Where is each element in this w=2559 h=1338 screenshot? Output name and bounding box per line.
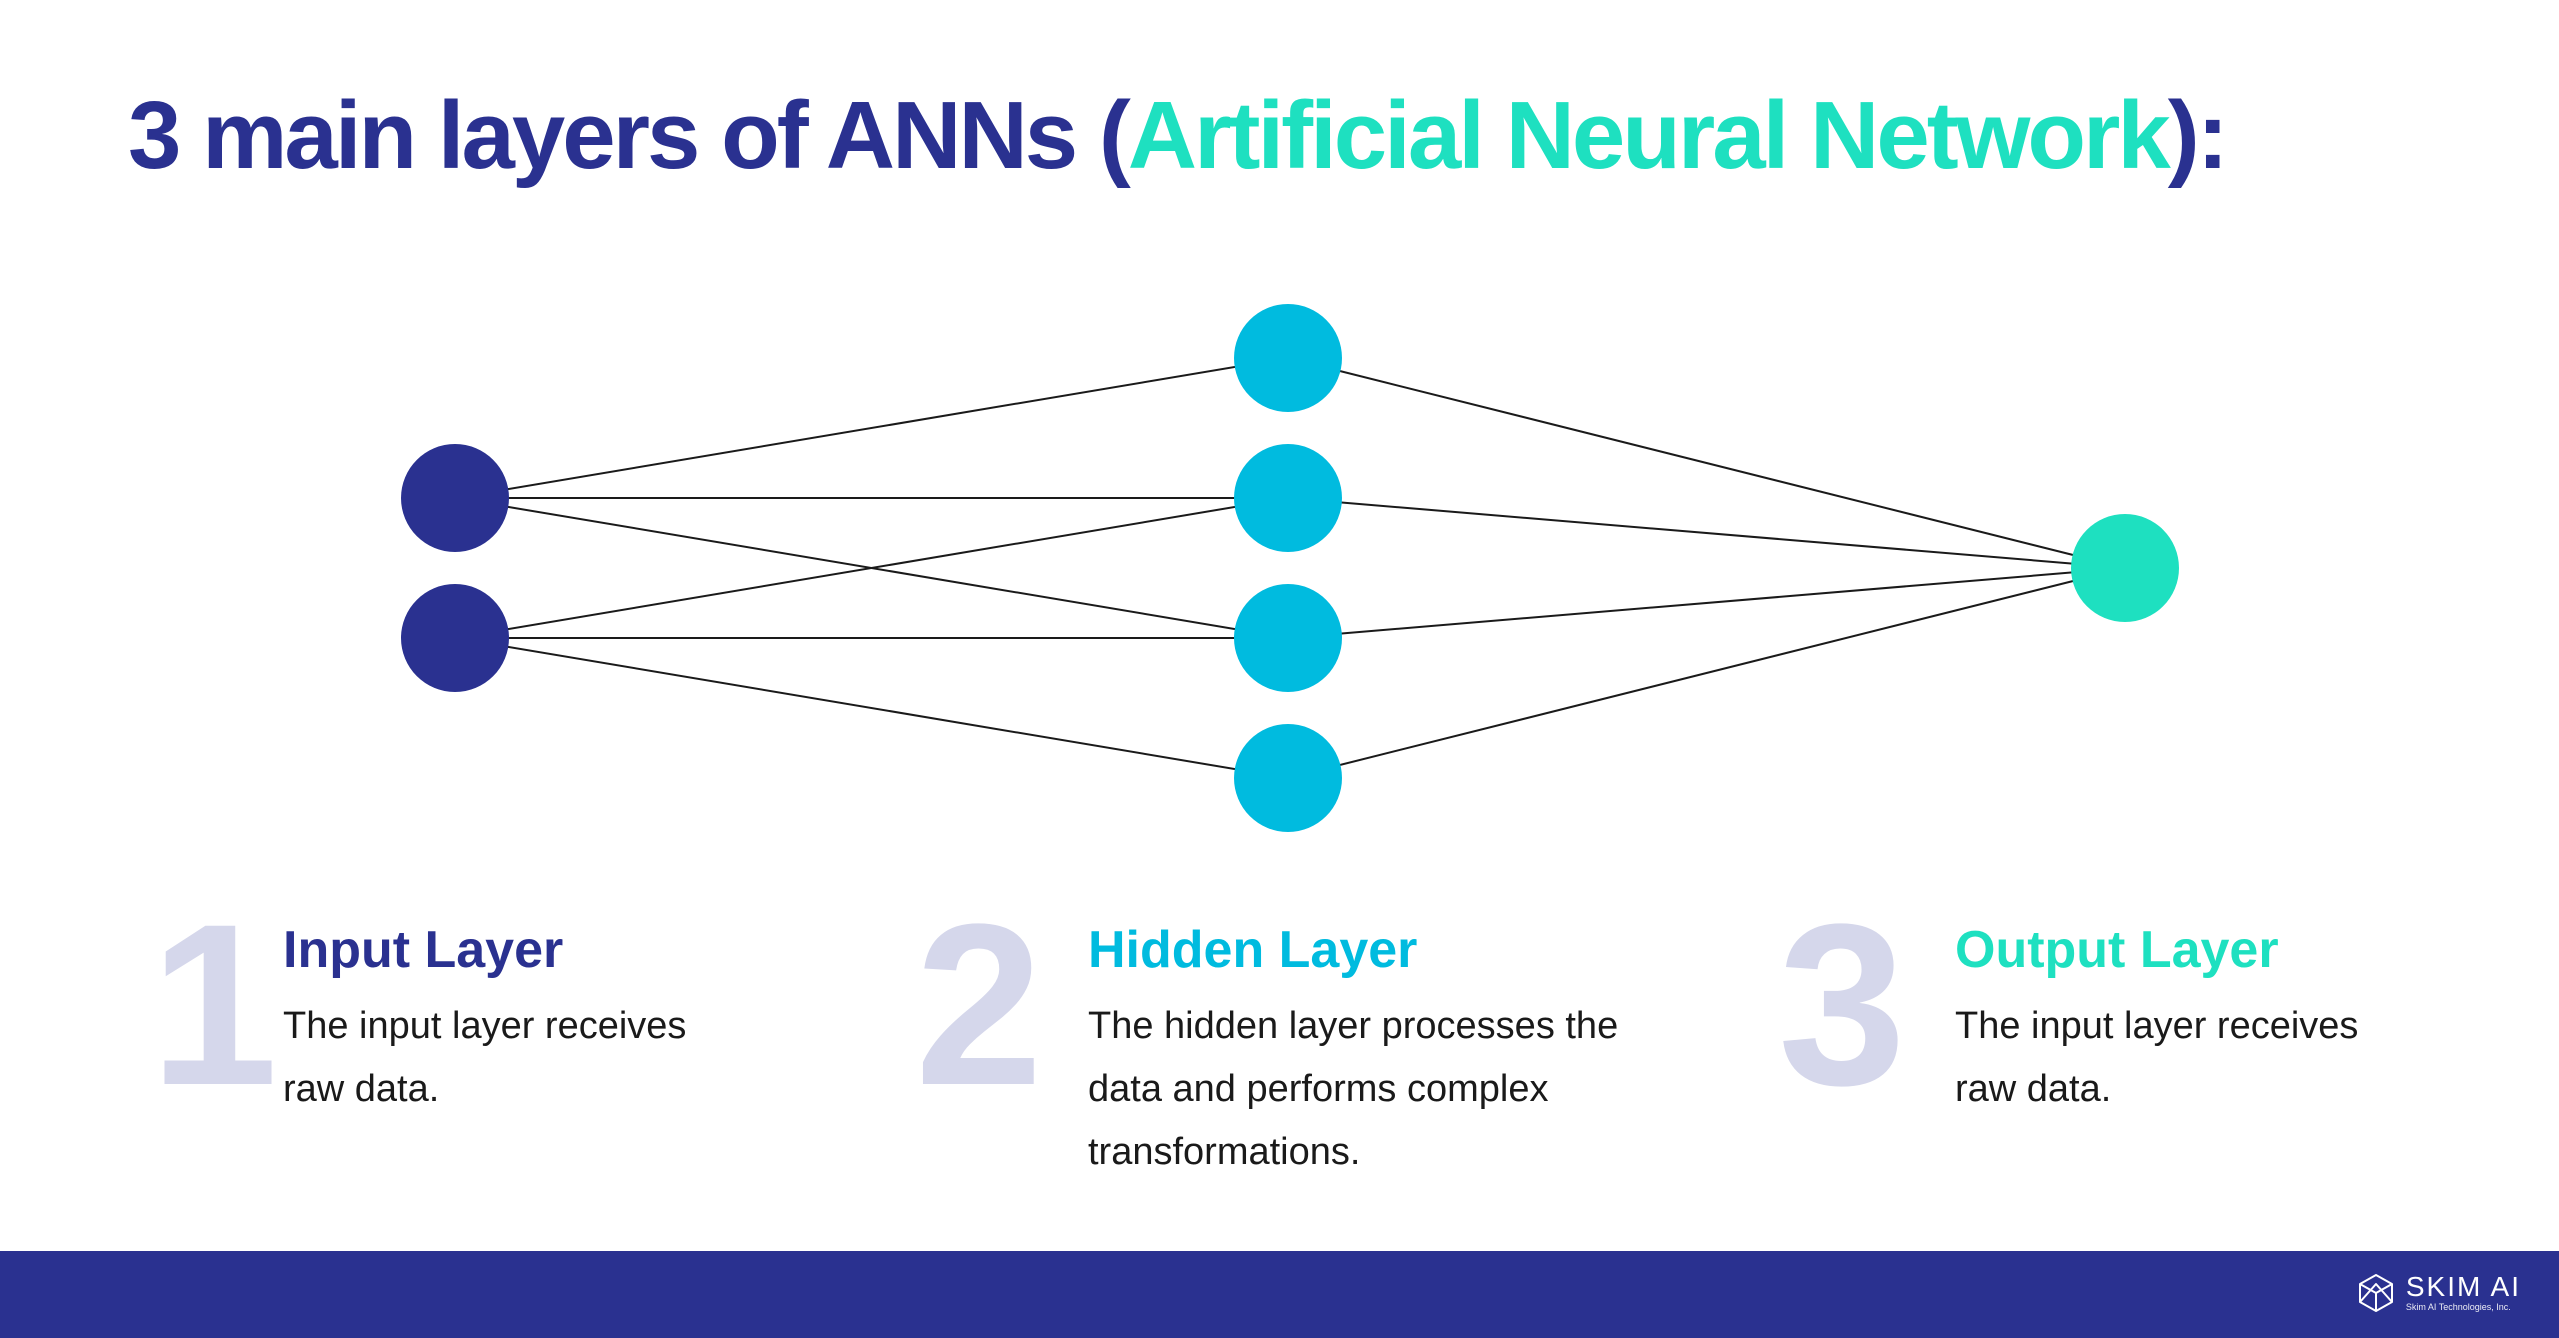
footer-bar: SKIM AI Skim AI Technologies, Inc. — [0, 1251, 2559, 1338]
brand-legal: Skim AI Technologies, Inc. — [2405, 1302, 2511, 1312]
input-node — [401, 444, 509, 552]
layer-heading-input: Input Layer — [283, 921, 564, 979]
title-highlight: Artificial Neural Network — [1127, 82, 2171, 189]
connection-line — [1287, 567, 2126, 639]
brand-name: SKIM AI — [2405, 1271, 2521, 1302]
connection-line — [454, 357, 1289, 499]
hidden-node — [1234, 724, 1342, 832]
output-node — [2071, 514, 2179, 622]
layer-heading-hidden: Hidden Layer — [1088, 921, 1418, 979]
brand-logo: SKIM AI Skim AI Technologies, Inc. — [2356, 1273, 2521, 1313]
input-node — [401, 584, 509, 692]
hidden-node — [1234, 584, 1342, 692]
geometric-logo-icon — [2358, 1274, 2393, 1312]
connection-line — [1287, 357, 2126, 569]
layer-number: 2 — [915, 876, 1043, 1133]
layer-number: 3 — [1778, 876, 1906, 1133]
connection-line — [454, 497, 1289, 639]
hidden-node — [1234, 304, 1342, 412]
layer-number: 1 — [150, 876, 278, 1133]
connections-group — [454, 357, 2126, 779]
connection-line — [1287, 497, 2126, 569]
title-suffix: ): — [2167, 82, 2229, 189]
hidden-node — [1234, 444, 1342, 552]
nodes-group — [401, 304, 2179, 832]
connection-line — [454, 637, 1289, 779]
title-prefix: 3 main layers of ANNs ( — [128, 82, 1131, 189]
layer-description-output: The input layer receives raw data. — [1955, 1005, 2359, 1110]
connection-line — [1287, 567, 2126, 779]
page-title: 3 main layers of ANNs (Artificial Neural… — [128, 78, 2229, 193]
layer-description-hidden: The hidden layer processes the data and … — [1088, 1005, 1619, 1173]
layer-heading-output: Output Layer — [1955, 921, 2279, 979]
layer-description-input: The input layer receives raw data. — [283, 1005, 687, 1110]
